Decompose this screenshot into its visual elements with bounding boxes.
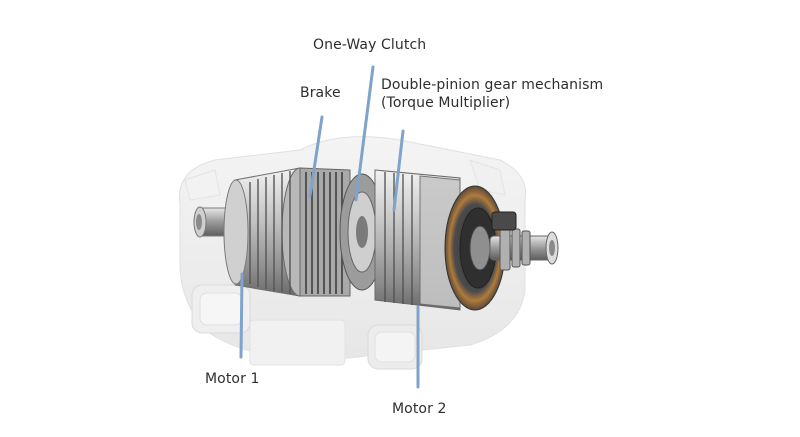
leader-brake [308,115,324,198]
motor-2-end-face [444,185,506,311]
leader-one-way-clutch [354,65,375,202]
output-shaft [489,211,559,271]
label-brake: Brake [300,85,341,101]
label-motor-1: Motor 1 [205,371,260,387]
leader-double-pinion [392,129,405,212]
label-motor-2: Motor 2 [392,401,447,417]
leader-lines [239,65,420,389]
brake-pack [299,167,351,297]
label-one-way-clutch: One-Way Clutch [313,37,427,53]
leader-motor-1 [239,272,244,359]
label-torque-multiplier: (Torque Multiplier) [381,95,511,111]
label-double-pinion-gear: Double-pinion gear mechanism [381,77,604,93]
